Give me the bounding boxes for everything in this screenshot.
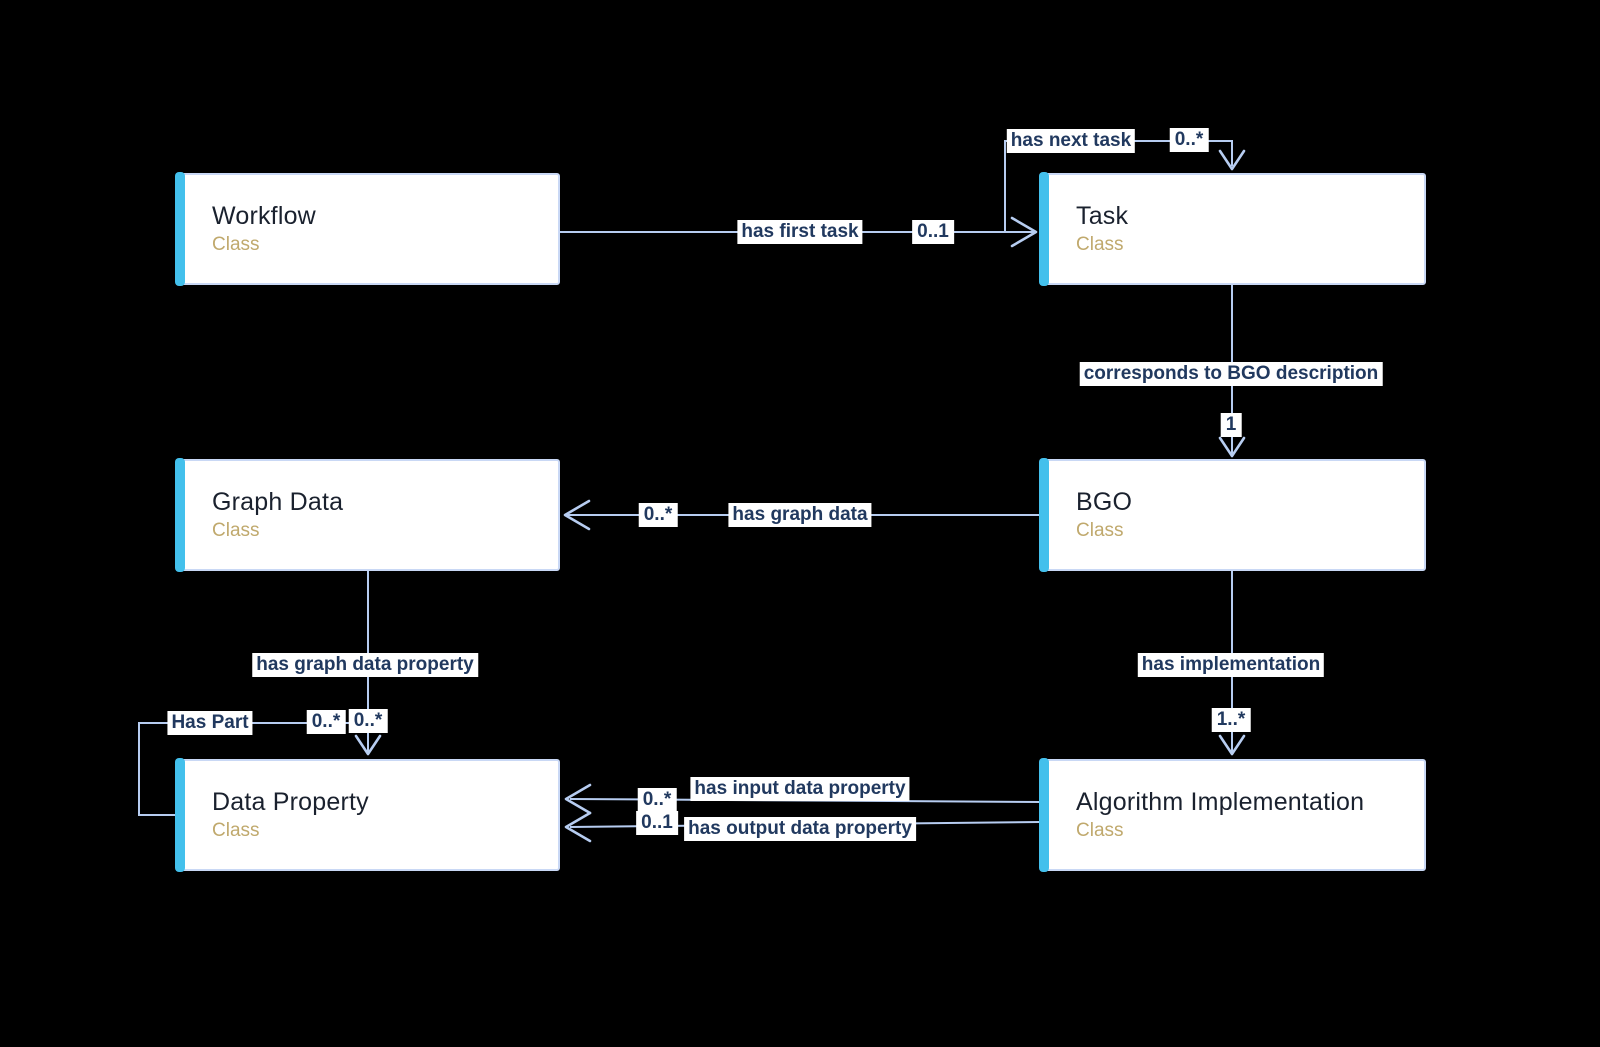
class-node-bgo[interactable]: BGO Class — [1039, 458, 1426, 572]
class-title: Task — [1076, 202, 1129, 230]
edge-label-has-implementation[interactable]: has implementation — [1137, 653, 1325, 677]
edge-label-corresponds-to-bgo-description[interactable]: corresponds to BGO description — [1079, 362, 1383, 386]
class-type-label: Class — [1076, 820, 1124, 841]
edge-multiplicity-has-input-data-property[interactable]: 0..* — [637, 788, 677, 812]
edge-label-has-next-task[interactable]: has next task — [1006, 129, 1136, 153]
class-accent-stripe — [1039, 758, 1049, 872]
class-title: Data Property — [212, 788, 369, 816]
edge-multiplicity-has-graph-data-property[interactable]: 0..* — [348, 709, 388, 733]
class-accent-stripe — [1039, 458, 1049, 572]
edge-multiplicity-has-next-task[interactable]: 0..* — [1169, 128, 1209, 152]
edge-label-has-input-data-property[interactable]: has input data property — [690, 777, 910, 801]
class-type-label: Class — [212, 234, 260, 255]
class-node-data-property[interactable]: Data Property Class — [175, 758, 560, 872]
class-title: BGO — [1076, 488, 1133, 516]
class-type-label: Class — [1076, 520, 1124, 541]
class-title: Graph Data — [212, 488, 344, 516]
edge-multiplicity-has-part[interactable]: 0..* — [306, 710, 346, 734]
class-type-label: Class — [212, 520, 260, 541]
class-accent-stripe — [175, 758, 185, 872]
class-node-graph-data[interactable]: Graph Data Class — [175, 458, 560, 572]
class-title: Algorithm Implementation — [1076, 788, 1365, 816]
class-type-label: Class — [1076, 234, 1124, 255]
edge-label-has-part[interactable]: Has Part — [167, 711, 253, 735]
edge-multiplicity-has-output-data-property[interactable]: 0..1 — [636, 811, 678, 835]
edge-has-input-data-property-arrowhead — [564, 783, 592, 815]
edge-has-next-task-arrowhead — [1218, 149, 1246, 171]
edge-label-has-first-task[interactable]: has first task — [737, 220, 863, 244]
class-node-task[interactable]: Task Class — [1039, 172, 1426, 286]
edge-has-graph-data-property-arrowhead — [354, 734, 382, 756]
edge-has-first-task-arrowhead — [1010, 216, 1038, 248]
edge-has-output-data-property-arrowhead — [564, 811, 592, 843]
class-accent-stripe — [1039, 172, 1049, 286]
edge-label-has-graph-data-property[interactable]: has graph data property — [252, 653, 478, 677]
edge-has-graph-data-arrowhead — [563, 499, 591, 531]
edge-multiplicity-corresponds-to-bgo-description[interactable]: 1 — [1220, 413, 1242, 437]
class-node-algorithm-implementation[interactable]: Algorithm Implementation Class — [1039, 758, 1426, 872]
class-node-workflow[interactable]: Workflow Class — [175, 172, 560, 286]
class-accent-stripe — [175, 172, 185, 286]
edge-multiplicity-has-first-task[interactable]: 0..1 — [912, 220, 954, 244]
edge-label-has-output-data-property[interactable]: has output data property — [684, 817, 916, 841]
class-accent-stripe — [175, 458, 185, 572]
edge-multiplicity-has-implementation[interactable]: 1..* — [1211, 708, 1251, 732]
edge-multiplicity-has-graph-data[interactable]: 0..* — [638, 503, 678, 527]
edge-corresponds-arrowhead — [1218, 436, 1246, 458]
class-title: Workflow — [212, 202, 316, 230]
edge-has-part-line — [138, 722, 368, 816]
class-type-label: Class — [212, 820, 260, 841]
edge-has-implementation-arrowhead — [1218, 734, 1246, 756]
edge-label-has-graph-data[interactable]: has graph data — [728, 503, 872, 527]
